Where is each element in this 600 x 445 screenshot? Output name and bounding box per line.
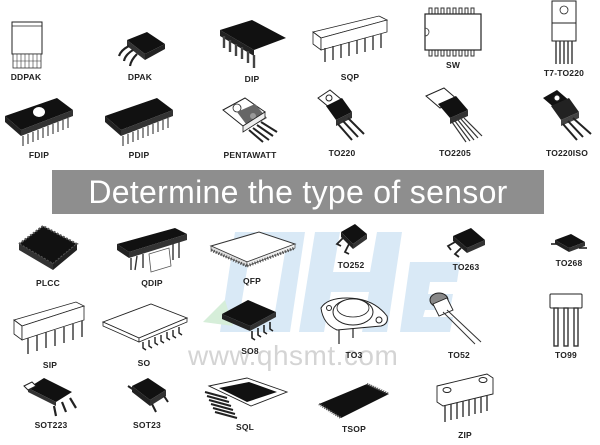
package-pentawatt: PENTAWATT (212, 96, 288, 160)
package-dip: DIP (214, 18, 290, 84)
sqp-icon (312, 15, 389, 62)
package-label: SIP (42, 360, 58, 370)
package-label: TO252 (337, 260, 365, 270)
package-label: TO220 (328, 148, 356, 158)
package-to220: TO220 (310, 86, 374, 158)
package-to52: TO52 (424, 290, 494, 360)
sip-icon (13, 301, 86, 354)
package-label: TO268 (555, 258, 583, 268)
package-so8: SO8 (214, 298, 286, 356)
package-label: SOT23 (133, 420, 161, 430)
package-fdip: FDIP (2, 96, 76, 160)
package-pdip: PDIP (102, 96, 176, 160)
package-plcc: PLCC (12, 222, 84, 288)
sw-icon (424, 7, 482, 57)
package-label: SQP (340, 72, 360, 82)
to263-icon (446, 228, 485, 258)
package-label: TO263 (452, 262, 480, 272)
package-to2205: TO2205 (420, 86, 490, 158)
package-label: TO99 (555, 350, 577, 360)
package-label: SO (137, 358, 151, 368)
so-icon (101, 303, 189, 351)
package-to252: TO252 (326, 222, 376, 270)
package-label: PENTAWATT (223, 150, 277, 160)
package-so: SO (98, 300, 190, 368)
package-dpak: DPAK (110, 30, 170, 82)
fdip-icon (5, 98, 73, 146)
package-label: ZIP (458, 430, 472, 440)
package-tsop: TSOP (314, 382, 394, 434)
package-zip: ZIP (430, 372, 500, 440)
to252-icon (335, 224, 367, 255)
package-sot223: SOT223 (20, 374, 82, 430)
package-sql: SQL (200, 376, 290, 432)
package-label: SW (445, 60, 461, 70)
to268-icon (551, 234, 587, 252)
package-label: TO52 (448, 350, 470, 360)
package-label: QDIP (141, 278, 163, 288)
package-to268: TO268 (546, 232, 592, 268)
package-label: PDIP (128, 150, 150, 160)
package-label: T7-TO220 (543, 68, 585, 78)
to2205-icon (425, 87, 483, 143)
plcc-icon (17, 224, 79, 270)
sot223-icon (23, 378, 77, 417)
ddpak-icon (11, 21, 43, 69)
to52-icon (429, 292, 482, 345)
package-sot23: SOT23 (118, 374, 176, 430)
pdip-icon (105, 98, 173, 146)
package-label: QFP (242, 276, 262, 286)
watermark-url: www.qhsmt.com (188, 340, 399, 371)
dpak-icon (117, 32, 165, 67)
package-to3: TO3 (316, 294, 392, 360)
package-sip: SIP (8, 300, 92, 370)
package-t7-to220: T7-TO220 (536, 0, 592, 78)
so8-icon (222, 300, 276, 341)
package-label: DDPAK (10, 72, 42, 82)
package-qfp: QFP (204, 230, 300, 286)
package-label: TO2205 (439, 148, 471, 158)
package-label: TSOP (342, 424, 366, 434)
qdip-icon (117, 228, 187, 273)
package-label: DIP (244, 74, 260, 84)
package-to263: TO263 (440, 226, 492, 272)
package-to220iso: TO220ISO (534, 86, 600, 158)
package-label: SOT223 (34, 420, 68, 430)
to220-icon (317, 89, 365, 141)
package-label: TO3 (345, 350, 363, 360)
sql-icon (204, 377, 289, 419)
package-to99: TO99 (544, 292, 588, 360)
package-label: FDIP (28, 150, 50, 160)
sot23-icon (127, 378, 169, 413)
package-sqp: SQP (308, 10, 392, 82)
title-banner: Determine the type of sensor (52, 170, 544, 214)
package-ddpak: DDPAK (6, 18, 46, 82)
package-label: SO8 (241, 346, 259, 356)
t7-to220-icon (551, 0, 577, 64)
to220iso-icon (543, 90, 592, 141)
banner-title: Determine the type of sensor (88, 173, 508, 210)
package-qdip: QDIP (112, 226, 192, 288)
pentawatt-icon (222, 97, 278, 143)
to99-icon (549, 293, 583, 347)
package-label: TO220ISO (545, 148, 589, 158)
tsop-icon (318, 382, 390, 420)
package-label: DPAK (127, 72, 153, 82)
package-label: PLCC (36, 278, 60, 288)
to3-icon (320, 297, 388, 344)
package-label: SQL (235, 422, 255, 432)
package-sw: SW (420, 6, 486, 70)
zip-icon (436, 373, 494, 422)
dip-icon (220, 20, 286, 68)
qfp-icon (209, 231, 297, 268)
